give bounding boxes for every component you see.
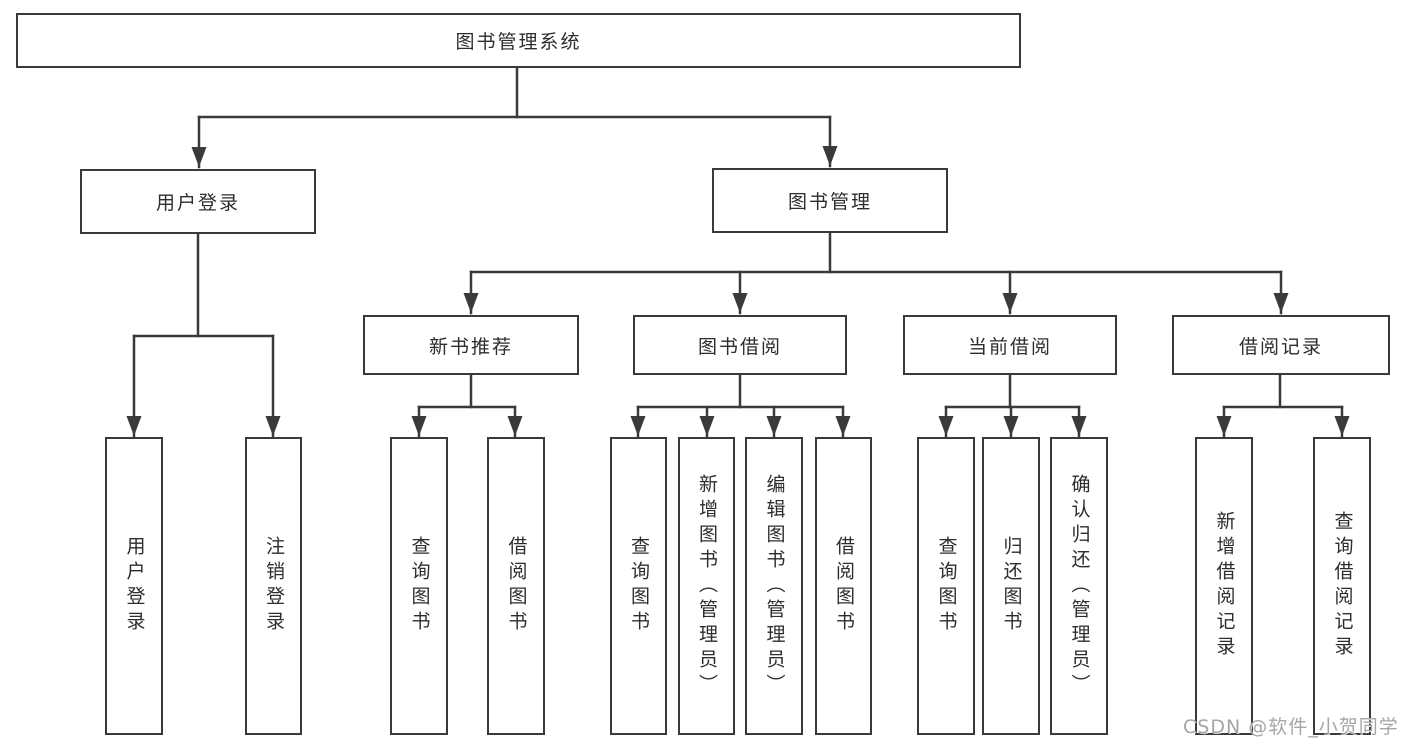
leaf-query-books-current: 查询图书	[917, 437, 975, 735]
connector-current-borrowing-children	[938, 373, 1087, 438]
leaf-logout-login-label: 注销登录	[263, 536, 285, 636]
leaf-borrow-books-recommend-label: 借阅图书	[505, 536, 528, 636]
leaf-add-borrow-record: 新增借阅记录	[1195, 437, 1253, 735]
node-root-label: 图书管理系统	[455, 31, 582, 53]
node-root: 图书管理系统	[16, 13, 1021, 68]
leaf-query-books-current-label: 查询图书	[935, 536, 958, 636]
leaf-add-borrow-record-label: 新增借阅记录	[1213, 511, 1236, 661]
leaf-query-borrow-record: 查询借阅记录	[1313, 437, 1371, 735]
connector-book-borrowing-children	[630, 373, 851, 438]
leaf-query-books-recommend: 查询图书	[390, 437, 448, 735]
node-current-borrowing-label: 当前借阅	[967, 335, 1052, 358]
node-new-book-recommendation: 新书推荐	[363, 315, 579, 375]
leaf-confirm-return-admin: 确认归还（管理员）	[1050, 437, 1108, 735]
node-book-borrowing-label: 图书借阅	[697, 335, 782, 358]
leaf-borrow-books-borrowing-label: 借阅图书	[833, 536, 855, 636]
node-current-borrowing: 当前借阅	[903, 315, 1117, 375]
connector-root-to-level2	[191, 66, 838, 169]
connector-new-book-recommendation-children	[411, 373, 523, 438]
leaf-query-books-borrowing: 查询图书	[610, 437, 667, 735]
connector-borrowing-records-children	[1216, 373, 1350, 438]
leaf-borrow-books-borrowing: 借阅图书	[815, 437, 872, 735]
leaf-return-books: 归还图书	[982, 437, 1040, 735]
leaf-user-login: 用户登录	[105, 437, 163, 735]
node-user-login: 用户登录	[80, 169, 316, 234]
node-book-management: 图书管理	[712, 168, 948, 233]
leaf-user-login-label: 用户登录	[123, 536, 146, 636]
leaf-return-books-label: 归还图书	[1000, 536, 1023, 636]
node-book-management-label: 图书管理	[787, 191, 872, 213]
leaf-edit-book-admin: 编辑图书（管理员）	[745, 437, 803, 735]
watermark: CSDN @软件_小贺同学	[1183, 716, 1399, 738]
leaf-add-book-admin-label: 新增图书（管理员）	[696, 473, 718, 699]
leaf-confirm-return-admin-label: 确认归还（管理员）	[1068, 473, 1091, 699]
leaf-query-books-borrowing-label: 查询图书	[628, 536, 650, 636]
leaf-query-books-recommend-label: 查询图书	[408, 536, 431, 636]
node-new-book-recommendation-label: 新书推荐	[428, 335, 513, 358]
node-borrowing-records-label: 借阅记录	[1238, 335, 1323, 358]
node-borrowing-records: 借阅记录	[1172, 315, 1390, 375]
leaf-query-borrow-record-label: 查询借阅记录	[1331, 511, 1354, 661]
leaf-edit-book-admin-label: 编辑图书（管理员）	[763, 473, 786, 699]
leaf-logout-login: 注销登录	[245, 437, 302, 735]
node-user-login-label: 用户登录	[155, 192, 240, 214]
connector-user-login-children	[126, 232, 281, 438]
connector-book-management-children	[463, 231, 1289, 315]
node-book-borrowing: 图书借阅	[633, 315, 847, 375]
leaf-borrow-books-recommend: 借阅图书	[487, 437, 545, 735]
leaf-add-book-admin: 新增图书（管理员）	[678, 437, 735, 735]
